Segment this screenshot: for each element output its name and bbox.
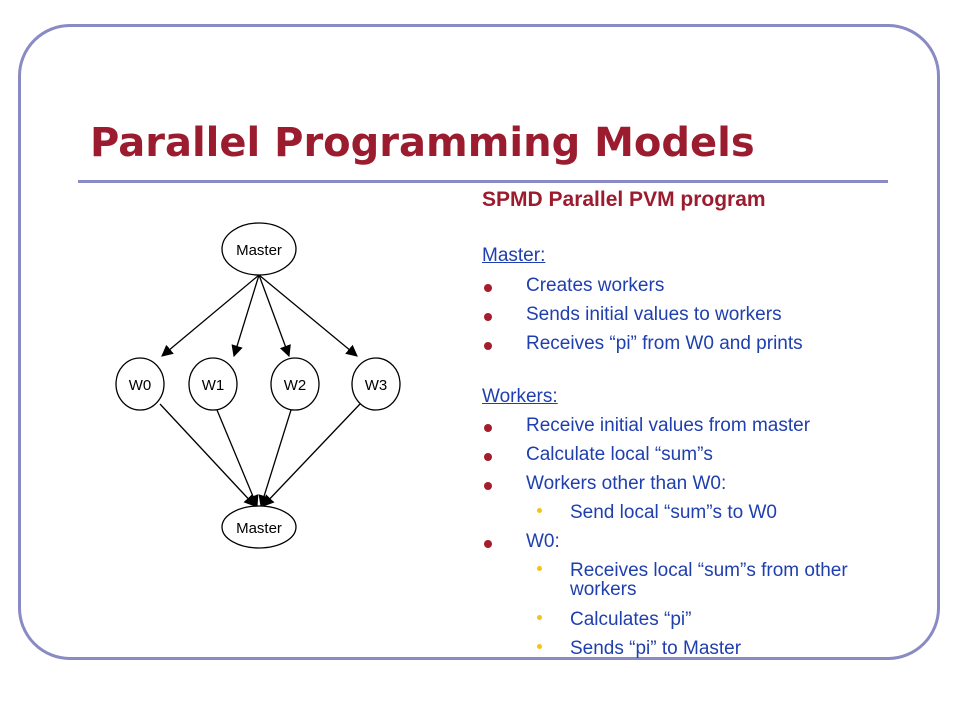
edge-w1-master <box>216 409 259 508</box>
master-top-label: Master <box>236 242 282 259</box>
worker-label-w2: W2 <box>284 377 307 394</box>
edge-master-w1 <box>231 274 260 358</box>
bullet-dot <box>484 424 492 432</box>
bullet-dot <box>484 540 492 548</box>
list-item-text: Workers other than W0: <box>526 473 727 494</box>
list-item-text: Sends initial values to workers <box>526 304 782 325</box>
sub-list-item-text: Sends “pi” to Master <box>570 638 742 659</box>
title-divider <box>78 180 888 183</box>
slide-subtitle: SPMD Parallel PVM program <box>482 188 766 211</box>
sub-bullet-dot <box>537 644 542 649</box>
list-item-text: Calculate local “sum”s <box>526 444 713 465</box>
sub-list-item-text: Receives local “sum”s from other workers <box>570 560 848 600</box>
bullet-dot <box>484 313 492 321</box>
edge-master-w0 <box>161 274 260 357</box>
sub-list-item-text: Send local “sum”s to W0 <box>570 502 777 523</box>
sub-list-item-text: Calculates “pi” <box>570 609 692 630</box>
edge-master-w3 <box>258 274 358 357</box>
list-item-text: Receives “pi” from W0 and prints <box>526 333 803 354</box>
worker-node-w1: W1 <box>188 357 238 411</box>
edge-w2-master <box>258 409 292 508</box>
slide-title: Parallel Programming Models <box>90 120 755 166</box>
list-item-text: W0: <box>526 531 560 552</box>
bullet-dot <box>484 482 492 490</box>
master-heading: Master: <box>482 245 546 266</box>
sub-bullet-dot <box>537 566 542 571</box>
sub-bullet-dot <box>537 615 542 620</box>
worker-label-w3: W3 <box>365 377 388 394</box>
sub-bullet-dot <box>537 508 542 513</box>
edge-w0-master <box>159 403 256 507</box>
master-bottom-label: Master <box>236 520 282 537</box>
bullet-dot <box>484 453 492 461</box>
worker-node-w3: W3 <box>351 357 401 411</box>
bullet-dot <box>484 284 492 292</box>
list-item-text: Receive initial values from master <box>526 415 811 436</box>
edge-master-w2 <box>258 274 291 358</box>
edge-w3-master <box>262 403 361 507</box>
workers-heading: Workers: <box>482 386 558 407</box>
worker-label-w1: W1 <box>202 377 225 394</box>
list-item-text: Creates workers <box>526 275 665 296</box>
bullet-dot <box>484 342 492 350</box>
worker-label-w0: W0 <box>129 377 152 394</box>
slide-frame <box>18 24 940 660</box>
master-node-bottom: Master <box>221 505 297 549</box>
worker-node-w0: W0 <box>115 357 165 411</box>
master-node-top: Master <box>221 222 297 276</box>
worker-node-w2: W2 <box>270 357 320 411</box>
